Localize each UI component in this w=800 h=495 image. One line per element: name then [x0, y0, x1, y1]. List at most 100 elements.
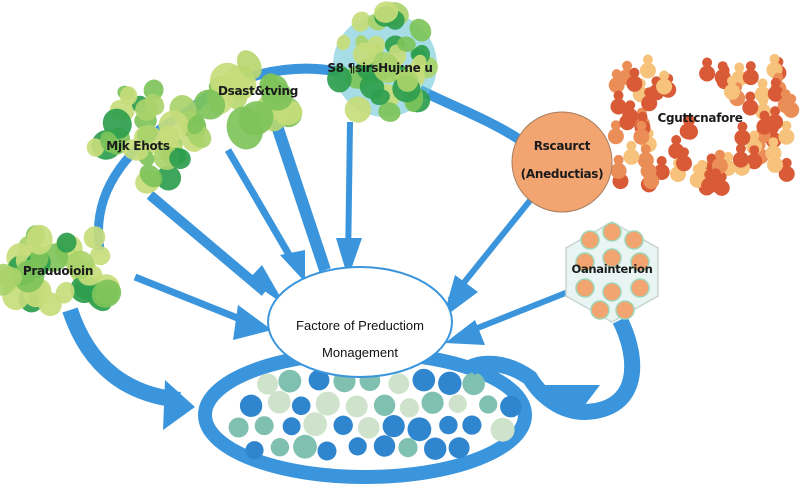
node-left-upper[interactable] — [85, 77, 216, 198]
leaf-blob — [352, 42, 377, 66]
person-head-icon — [613, 90, 624, 101]
person-head-icon — [671, 135, 682, 145]
person-head-icon — [659, 70, 670, 81]
node-people[interactable] — [607, 53, 800, 196]
leaf-blob — [102, 108, 132, 139]
leaf-blob — [169, 148, 191, 170]
pool-dot — [239, 394, 263, 417]
node-draft-stirring[interactable] — [189, 46, 308, 154]
leaf-blob — [193, 89, 226, 120]
person-body-icon — [641, 95, 658, 112]
arrow-left-to-pool-head — [163, 380, 195, 430]
pool-dot — [358, 417, 380, 439]
arrowhead — [233, 305, 272, 340]
leaf-blob — [336, 34, 351, 51]
pool-dot — [479, 395, 498, 414]
leaf-blob — [139, 164, 163, 188]
pool-dot — [245, 441, 264, 460]
combination-dot — [580, 230, 600, 250]
pool-dot — [448, 437, 470, 459]
leaf-blob — [0, 266, 23, 288]
arrowhead — [445, 320, 485, 345]
node-top-cluster[interactable] — [327, 0, 442, 125]
pool-dot — [448, 394, 467, 413]
person-body-icon — [653, 164, 670, 180]
person-head-icon — [757, 78, 768, 89]
arrow-leftupper-center — [146, 191, 269, 296]
pool-dot — [282, 417, 301, 436]
combination-dot — [575, 278, 595, 298]
person-head-icon — [749, 145, 760, 156]
leaf-blob — [238, 101, 274, 136]
node-resource[interactable]: Rscaurct (Aneductias) — [511, 111, 613, 213]
leaf-blob — [98, 286, 119, 305]
pool-dot — [373, 394, 396, 416]
person-body-icon — [639, 62, 656, 79]
person-body-icon — [607, 128, 624, 145]
pool-dot — [270, 438, 290, 457]
pool-dot — [398, 438, 418, 458]
person-head-icon — [770, 106, 781, 117]
leaf-blob — [86, 138, 105, 157]
leaf-blob — [187, 115, 205, 135]
person-body-icon — [608, 77, 625, 94]
person-body-icon — [623, 148, 640, 165]
combination-dot — [575, 252, 595, 272]
pool-dot — [412, 368, 436, 392]
person-head-icon — [734, 62, 745, 73]
arrow-left-to-pool — [62, 307, 181, 408]
leaf-blob — [374, 1, 399, 23]
person-body-icon — [656, 78, 673, 95]
label-left-lower: Prauuoioin — [23, 264, 93, 278]
pool-dot — [303, 412, 328, 437]
label-people: Cguttcnafore — [657, 111, 742, 125]
label-resource-line1: Rscaurct — [534, 139, 591, 153]
pool-dot — [228, 417, 249, 438]
leaf-blob — [122, 139, 149, 161]
label-draft-stirring: Dsast&tving — [218, 84, 298, 98]
pool-dot — [373, 435, 396, 457]
pool-dot — [438, 371, 462, 395]
combination-dot — [615, 300, 635, 320]
pool-dot — [293, 434, 317, 459]
label-combination: Oanainterion — [571, 262, 652, 276]
leaf-blob — [56, 232, 77, 253]
pool-dot — [348, 437, 367, 456]
node-combination[interactable]: Oanainterion — [565, 221, 659, 323]
leaf-blob — [66, 250, 94, 279]
arrowhead — [248, 265, 285, 305]
person-head-icon — [629, 67, 640, 78]
person-body-icon — [756, 118, 773, 135]
person-head-icon — [770, 77, 781, 88]
leaf-blob — [55, 281, 75, 304]
pool-dot — [500, 395, 522, 418]
combination-dot — [590, 300, 610, 320]
person-body-icon — [724, 83, 740, 100]
person-head-icon — [745, 61, 756, 72]
person-head-icon — [768, 137, 779, 148]
person-head-icon — [656, 156, 667, 166]
pool-dot — [421, 391, 444, 414]
person-head-icon — [702, 57, 713, 68]
label-resource-line2: (Aneductias) — [521, 167, 604, 181]
person-body-icon — [765, 145, 782, 162]
pool-dot — [333, 415, 353, 435]
arrow-right-hook-head — [545, 385, 600, 418]
pool-dot — [399, 398, 419, 418]
person-body-icon — [701, 177, 718, 194]
center-node[interactable]: Factore of Preductiom Monagement — [267, 266, 453, 378]
person-head-icon — [727, 75, 737, 86]
arrow-draft-center-2 — [269, 118, 331, 272]
node-left-lower[interactable] — [0, 223, 127, 321]
person-head-icon — [759, 110, 770, 121]
person-body-icon — [778, 128, 795, 145]
person-body-icon — [714, 69, 731, 86]
person-head-icon — [636, 120, 647, 131]
pool-dot — [257, 373, 279, 395]
leaf-blob — [156, 165, 182, 191]
combination-dot — [630, 252, 650, 272]
person-head-icon — [640, 144, 651, 155]
label-left-upper: Mjk Ehots — [106, 139, 170, 153]
person-head-icon — [644, 87, 655, 98]
